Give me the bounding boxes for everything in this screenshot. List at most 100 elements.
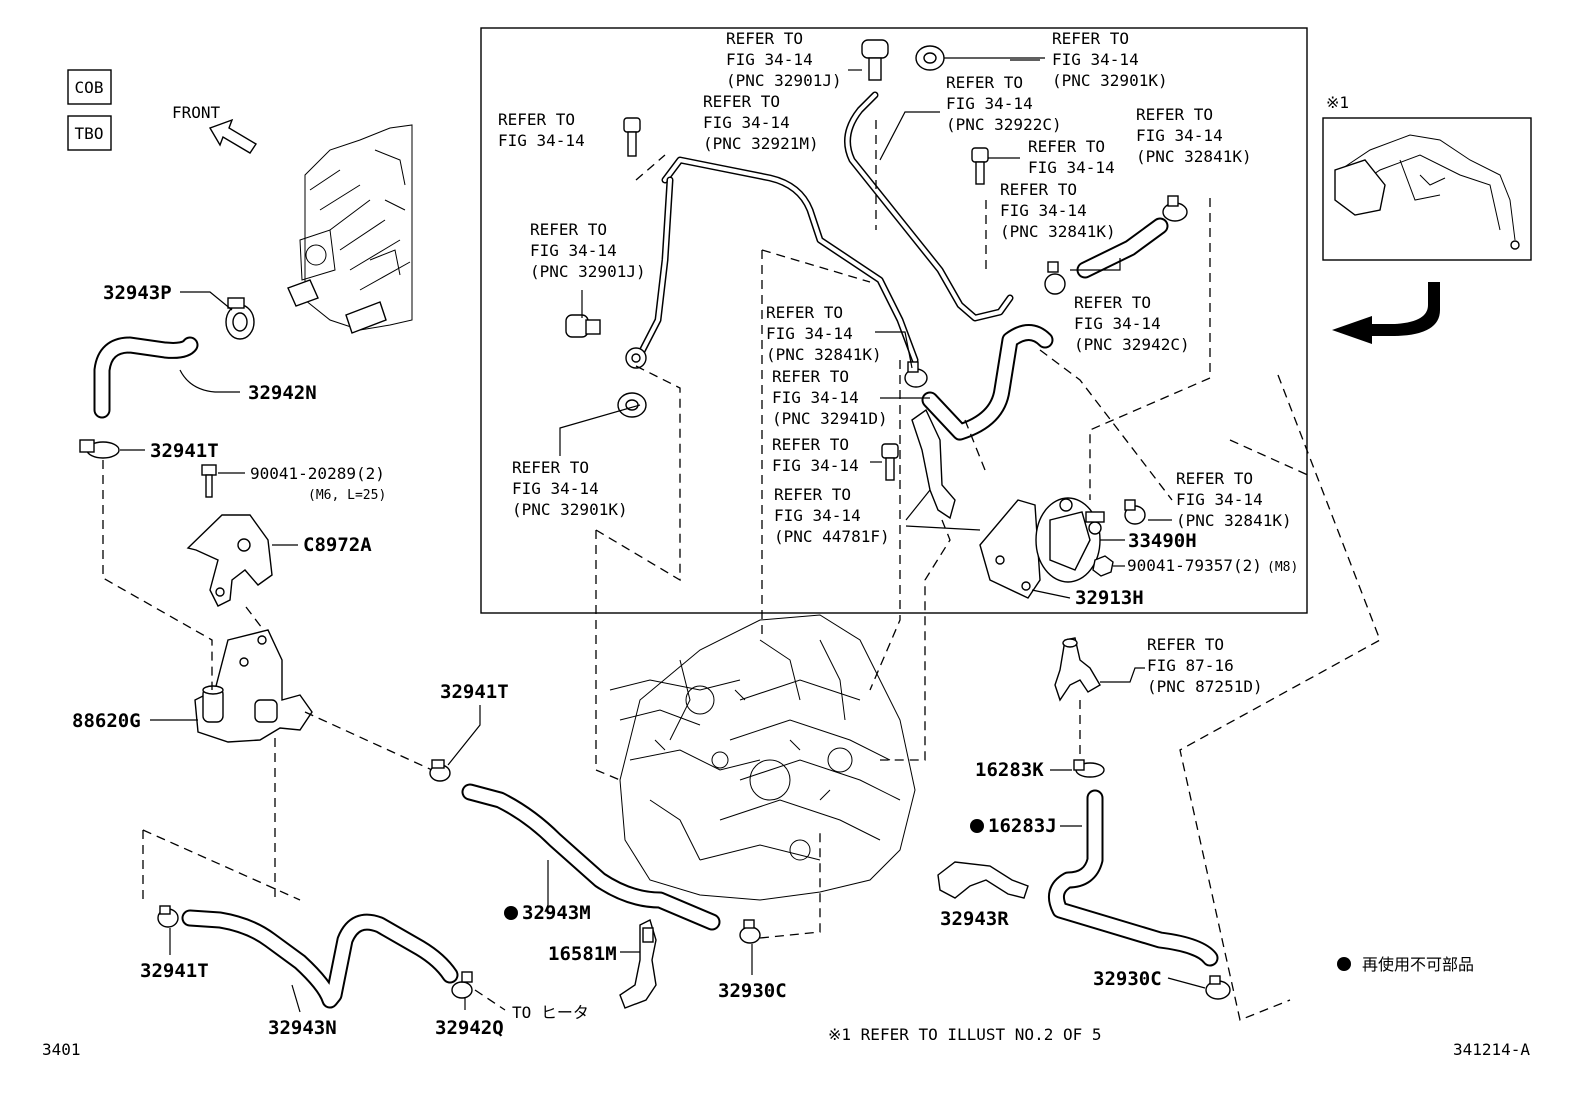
bolt-refer-lower[interactable] <box>881 443 899 481</box>
label-32943M: 32943M <box>522 902 591 924</box>
label-C8972A: C8972A <box>303 534 372 556</box>
label-32941T-middle: 32941T <box>440 681 509 703</box>
pipe-32921M[interactable] <box>661 156 919 364</box>
bracket-C8972A[interactable] <box>186 514 273 607</box>
pump-33490H[interactable] <box>1035 497 1105 583</box>
ref-32901J-left: REFER TO FIG 34-14 (PNC 32901J) <box>530 220 646 281</box>
label-32943N: 32943N <box>268 1017 337 1039</box>
svg-text:FIG 34-14: FIG 34-14 <box>772 456 859 475</box>
hose-32942N[interactable] <box>93 336 199 419</box>
svg-text:(PNC 32901K): (PNC 32901K) <box>1052 71 1168 90</box>
hose-32943N[interactable] <box>181 909 459 1009</box>
svg-text:REFER TO: REFER TO <box>703 92 780 111</box>
label-32930C-right: 32930C <box>1093 968 1162 990</box>
bolt-refer-middle[interactable] <box>971 147 989 185</box>
ref-32922C: REFER TO FIG 34-14 (PNC 32922C) <box>946 73 1062 134</box>
svg-text:(PNC 32841K): (PNC 32841K) <box>1000 222 1116 241</box>
hose-32942C[interactable] <box>1076 217 1169 279</box>
valve-88620G[interactable] <box>194 629 313 743</box>
hose-16283J[interactable] <box>1047 789 1219 967</box>
non-reusable-mark-16283J <box>970 819 984 833</box>
pipe-32922C[interactable] <box>844 91 1014 322</box>
hose-32941D[interactable] <box>921 324 1054 441</box>
ref-32901K-lower: REFER TO FIG 34-14 (PNC 32901K) <box>512 458 628 519</box>
clamp-32841K-right[interactable] <box>1162 195 1188 222</box>
nut-90041-79357[interactable] <box>1092 555 1114 577</box>
label-32930C-center: 32930C <box>718 980 787 1002</box>
svg-text:REFER TO: REFER TO <box>772 367 849 386</box>
svg-text:FIG 34-14: FIG 34-14 <box>774 506 861 525</box>
clamp-32841K-pump[interactable] <box>1124 499 1146 525</box>
clamp-32841K-center[interactable] <box>904 361 928 388</box>
label-90041-20289: 90041-20289(2) <box>250 464 385 483</box>
inset-mark: ※1 <box>1326 93 1349 112</box>
svg-text:FIG 34-14: FIG 34-14 <box>530 241 617 260</box>
clamp-32930C-center[interactable] <box>739 919 761 944</box>
label-16283K: 16283K <box>975 759 1044 781</box>
clamp-32941T-upper[interactable] <box>79 439 120 459</box>
code-box-tbo[interactable]: TBO <box>67 115 112 151</box>
clamp-16283K[interactable] <box>1073 759 1105 778</box>
bolt-90041-20289[interactable] <box>201 464 217 498</box>
engine-block-partial <box>287 124 413 334</box>
code-cob-label: COB <box>75 78 104 97</box>
inset-illustration[interactable] <box>1322 117 1532 261</box>
svg-text:REFER TO: REFER TO <box>774 485 851 504</box>
svg-text:FIG 34-14: FIG 34-14 <box>498 131 585 150</box>
clamp-32941T-middle[interactable] <box>429 759 451 782</box>
svg-text:REFER TO: REFER TO <box>1136 105 1213 124</box>
clamp-32841K-mid[interactable] <box>1044 261 1066 295</box>
ref-44781F: REFER TO FIG 34-14 (PNC 44781F) <box>774 485 890 546</box>
footer-right-code: 341214-A <box>1453 1040 1530 1059</box>
sensor-16581M[interactable] <box>619 919 657 1009</box>
svg-text:(PNC 32901J): (PNC 32901J) <box>726 71 842 90</box>
svg-text:REFER TO: REFER TO <box>772 435 849 454</box>
label-33490H: 33490H <box>1128 530 1197 552</box>
bracket-32913H[interactable] <box>979 499 1041 599</box>
label-88620G: 88620G <box>72 710 141 732</box>
clamp-32942Q[interactable] <box>451 971 473 999</box>
pipe-32901J-left[interactable] <box>636 176 674 359</box>
footer-left-code: 3401 <box>42 1040 81 1059</box>
ref-32901K-top: REFER TO FIG 34-14 (PNC 32901K) <box>1052 29 1168 90</box>
bolt-refer-upper-left[interactable] <box>623 117 641 157</box>
clamp-32941T-lower[interactable] <box>157 905 179 928</box>
valve-87251D[interactable] <box>1054 637 1101 702</box>
svg-text:(PNC 32841K): (PNC 32841K) <box>1176 511 1292 530</box>
ref-32921M: REFER TO FIG 34-14 (PNC 32921M) <box>703 92 819 153</box>
code-tbo-label: TBO <box>75 124 104 143</box>
union-bolt-32901J[interactable] <box>565 314 601 338</box>
svg-text:REFER TO: REFER TO <box>766 303 843 322</box>
gasket-32901K-lower[interactable] <box>617 392 647 418</box>
svg-text:FIG 34-14: FIG 34-14 <box>1000 201 1087 220</box>
hose-32943M[interactable] <box>461 783 721 931</box>
ref-87251D: REFER TO FIG 87-16 (PNC 87251D) <box>1147 635 1263 696</box>
svg-text:(PNC 32922C): (PNC 32922C) <box>946 115 1062 134</box>
label-to-heater: TO ヒータ <box>512 1003 589 1022</box>
legend-non-reusable: 再使用不可部品 <box>1362 955 1474 974</box>
label-32943R: 32943R <box>940 908 1009 930</box>
svg-text:FIG 34-14: FIG 34-14 <box>1176 490 1263 509</box>
bracket-44781F[interactable] <box>911 408 956 520</box>
svg-text:REFER TO: REFER TO <box>946 73 1023 92</box>
clamp-32943P[interactable] <box>225 297 255 340</box>
bracket-32943R[interactable] <box>937 861 1029 899</box>
clamp-32930C-right[interactable] <box>1205 975 1231 1000</box>
footer-note: ※1 REFER TO ILLUST NO.2 OF 5 <box>828 1025 1102 1044</box>
svg-text:REFER TO: REFER TO <box>1147 635 1224 654</box>
ref-bolt-lower: REFER TO FIG 34-14 <box>772 435 859 475</box>
svg-text:FIG 34-14: FIG 34-14 <box>1052 50 1139 69</box>
svg-text:FIG 34-14: FIG 34-14 <box>1136 126 1223 145</box>
svg-text:FIG 34-14: FIG 34-14 <box>1074 314 1161 333</box>
svg-text:(PNC 32901J): (PNC 32901J) <box>530 262 646 281</box>
front-arrow-icon <box>208 118 257 154</box>
gasket-32901K-top[interactable] <box>915 45 945 71</box>
ref-32841K-pump: REFER TO FIG 34-14 (PNC 32841K) <box>1176 469 1292 530</box>
label-32942N: 32942N <box>248 382 317 404</box>
label-32941T-lower: 32941T <box>140 960 209 982</box>
code-box-cob[interactable]: COB <box>67 69 112 105</box>
label-90041-79357: 90041-79357(2) <box>1127 556 1262 575</box>
svg-text:FIG 34-14: FIG 34-14 <box>703 113 790 132</box>
bolt-32901J-top[interactable] <box>861 39 889 81</box>
